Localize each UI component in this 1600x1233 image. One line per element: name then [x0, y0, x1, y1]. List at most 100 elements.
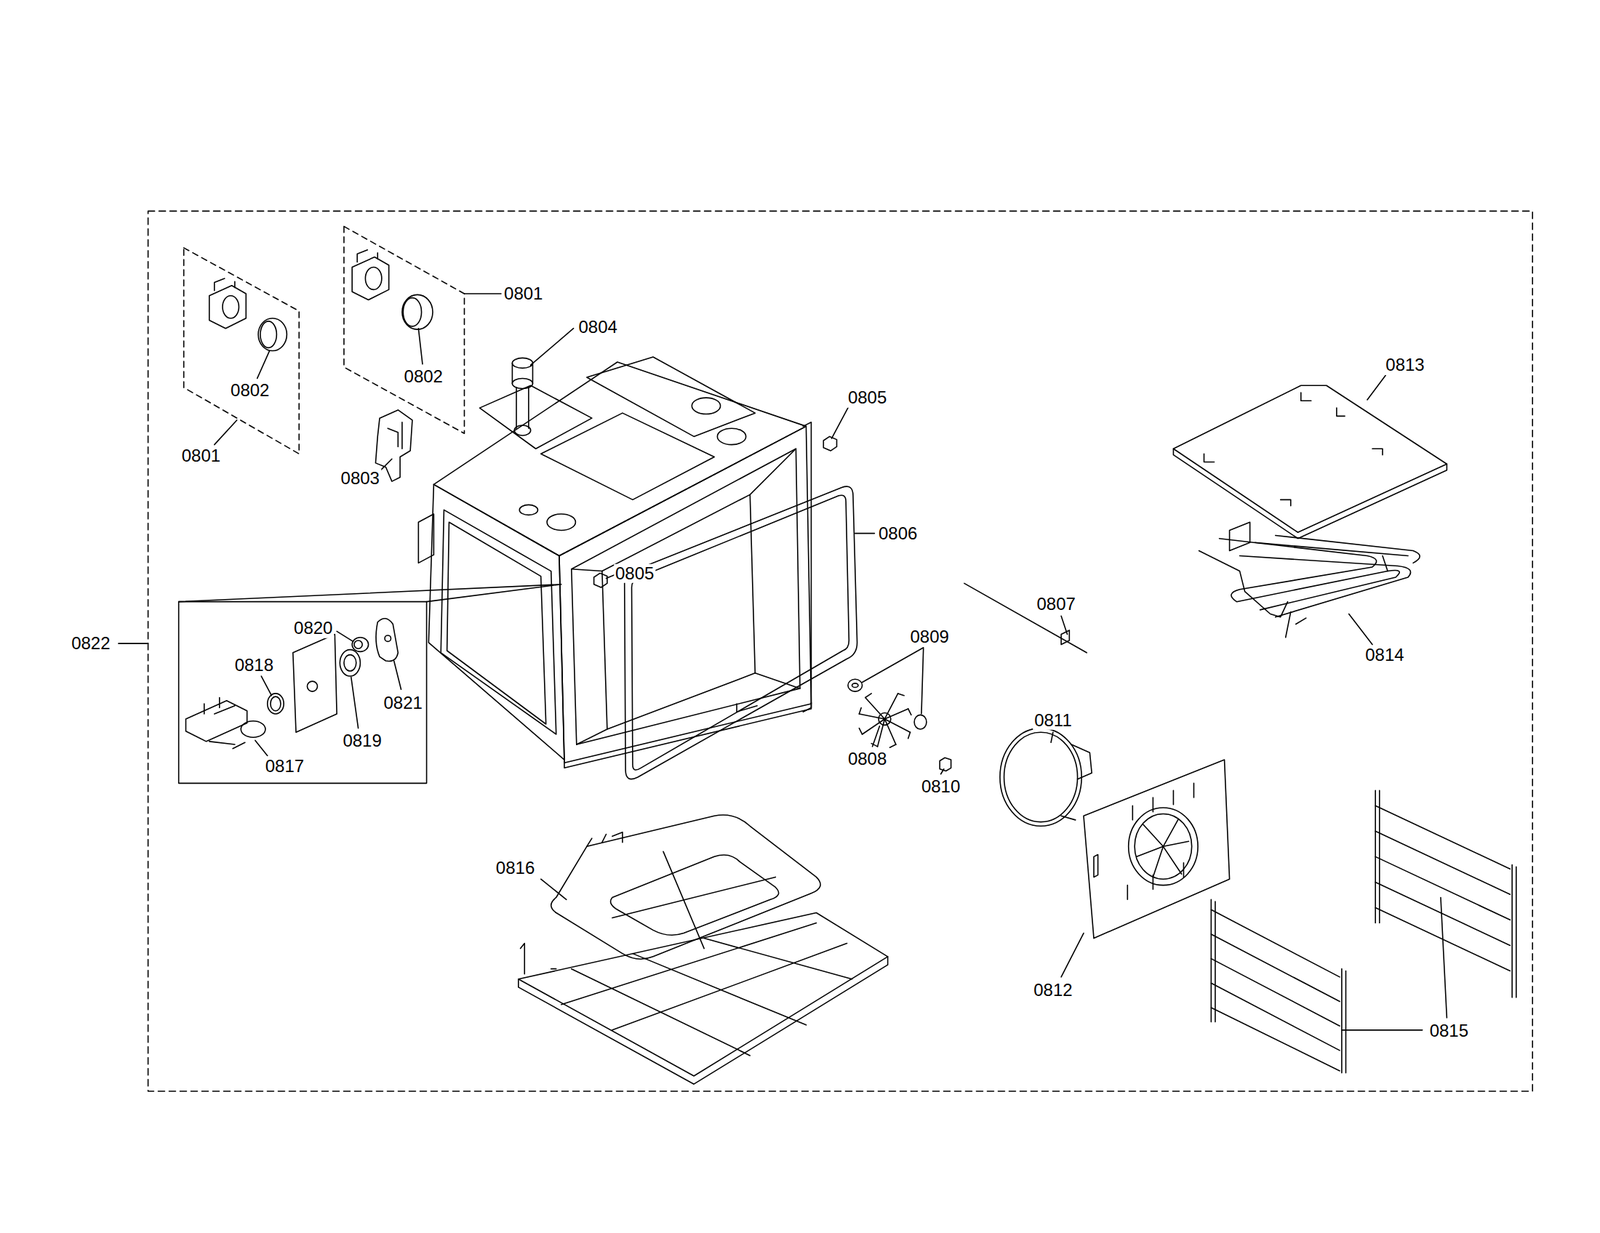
- leader-line: [351, 677, 359, 728]
- thermostat-parts: [344, 655, 357, 672]
- callout-number: 0801: [502, 284, 544, 304]
- rear-panel: [1083, 760, 1230, 939]
- bottom-heater-and-tray: [586, 832, 623, 848]
- leader-line: [255, 740, 268, 756]
- ring-element: [1000, 728, 1082, 827]
- oven-cavity: [571, 448, 800, 745]
- bottom-heater-and-tray: [612, 851, 776, 949]
- top-heater-cover: [1204, 392, 1383, 507]
- leader-line: [464, 293, 502, 295]
- rear-panel: [1127, 783, 1194, 900]
- leader-line: [118, 642, 149, 645]
- oven-rack: [1215, 901, 1347, 1074]
- oven-cavity: [571, 448, 800, 745]
- lamp-group-box: [184, 226, 465, 454]
- thermostat-parts: [339, 650, 360, 677]
- convection-fan: [852, 683, 859, 688]
- callout-number: 0804: [576, 317, 619, 337]
- thermostat-parts: [240, 721, 266, 738]
- oven-lamp: [214, 278, 235, 291]
- leader-line: [1061, 616, 1067, 635]
- oven-lamp: [352, 257, 390, 301]
- leader-line: [1367, 375, 1386, 400]
- thermostat-parts: [352, 637, 368, 653]
- leader-line: [862, 648, 924, 715]
- sensor-rod: [964, 583, 1087, 653]
- leader-line: [1050, 732, 1054, 743]
- oven-lamp: [402, 294, 433, 330]
- top-heater-element: [1229, 522, 1251, 551]
- leader-line: [261, 676, 272, 696]
- thermostat-parts: [293, 634, 337, 734]
- oven-rack: [1210, 909, 1340, 1072]
- callout-number: 0816: [494, 858, 536, 878]
- oven-cavity: [440, 509, 557, 735]
- oven-cavity: [428, 484, 565, 760]
- ring-element: [1000, 728, 1092, 827]
- oven-rack: [1379, 790, 1517, 998]
- oven-cavity: [433, 362, 806, 557]
- top-heater-cover: [1173, 385, 1447, 533]
- leader-line: [1341, 897, 1447, 1030]
- thermostat-parts: [306, 681, 318, 692]
- callout-number: 0805: [613, 563, 656, 583]
- door-lock: [375, 410, 413, 482]
- top-heater-cover: [1173, 385, 1447, 539]
- callout-number: 0808: [846, 749, 888, 769]
- thermostat-parts: [267, 693, 284, 715]
- leader-line: [257, 351, 270, 379]
- leader-line: [336, 631, 353, 642]
- callout-number: 0802: [402, 367, 445, 387]
- convection-fan: [858, 693, 912, 748]
- callout-number: 0819: [341, 730, 383, 750]
- callout-number: 0801: [180, 446, 222, 466]
- oven-rack: [1210, 899, 1342, 1073]
- callout-number: 0807: [1034, 594, 1077, 614]
- vent-chimney: [512, 378, 533, 389]
- convection-fan: [939, 757, 951, 771]
- vent-chimney: [516, 387, 529, 429]
- door-lock: [387, 422, 403, 449]
- sensor-rod: [1061, 630, 1070, 646]
- leader-line: [1349, 613, 1373, 645]
- oven-cavity: [586, 357, 755, 437]
- leader-line: [941, 769, 944, 775]
- leader-line: [379, 458, 392, 472]
- convection-fan: [848, 679, 863, 692]
- bottom-heater-and-tray: [610, 855, 779, 936]
- oven-cavity: [541, 413, 715, 500]
- top-heater-element: [1219, 538, 1400, 611]
- thermostat-parts: [270, 696, 281, 712]
- door-gasket: [624, 486, 858, 779]
- sensor-rod: [964, 583, 1087, 653]
- top-heater-element: [1255, 535, 1421, 563]
- oven-lamp: [209, 250, 433, 352]
- oven-cavity: [519, 504, 538, 515]
- assembly-boundary: [148, 210, 1534, 1092]
- oven-cavity: [546, 514, 576, 531]
- top-heater-element: [1240, 556, 1411, 618]
- lamp-group-box: [344, 226, 465, 434]
- rear-panel: [1136, 818, 1190, 878]
- leader-line: [872, 726, 880, 747]
- callout-number: 0822: [69, 634, 112, 654]
- thermostat-parts: [186, 701, 248, 742]
- thermostat-parts: [209, 741, 246, 750]
- oven-lamp: [402, 298, 422, 327]
- leader-line: [418, 328, 423, 365]
- leader-line: [118, 293, 1447, 1031]
- inset-box: [178, 584, 562, 784]
- convection-fan: [858, 693, 910, 747]
- callout-number: 0802: [229, 381, 271, 400]
- thermostat-parts: [384, 635, 391, 642]
- inset-box: [178, 602, 427, 784]
- callout-number: 0821: [382, 693, 424, 713]
- callout-number: 0810: [920, 777, 962, 797]
- oven-cavity: [480, 385, 592, 449]
- callout-number: 0811: [1032, 710, 1074, 730]
- bottom-heater-and-tray: [518, 815, 888, 1085]
- oven-cavity: [447, 522, 547, 725]
- nut: [823, 436, 837, 451]
